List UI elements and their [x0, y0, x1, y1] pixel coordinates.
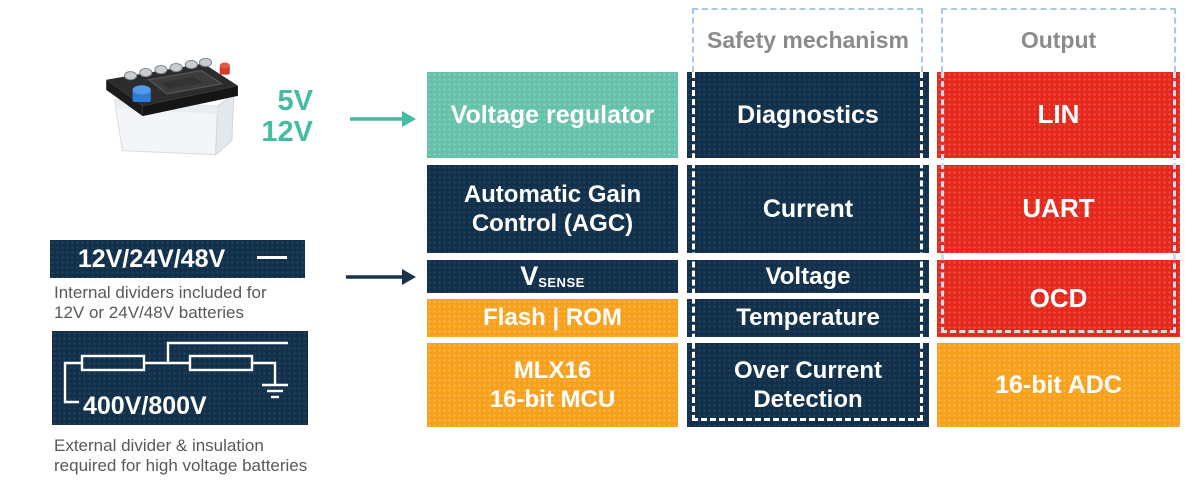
agc-label-line1: Automatic Gain — [463, 180, 642, 208]
voltage-label: Voltage — [765, 262, 851, 290]
block-16bit-adc: 16-bit ADC — [937, 343, 1180, 427]
supply-5v-label: 5V — [277, 85, 313, 117]
mcu-label-line1: MLX16 — [513, 356, 592, 384]
block-voltage-regulator: Voltage regulator — [427, 72, 678, 158]
block-voltage: Voltage — [687, 260, 929, 293]
lin-label: LIN — [1037, 99, 1080, 130]
voltage-regulator-label: Voltage regulator — [450, 100, 655, 129]
hv-divider-box: 400V/800V — [52, 331, 308, 425]
divider-caption-line1: Internal dividers included for — [54, 283, 267, 302]
ocd-label-line2: Detection — [753, 386, 863, 413]
block-flash-rom: Flash | ROM — [427, 299, 678, 337]
divider-caption-line2: 12V or 24V/48V batteries — [54, 303, 244, 322]
supply-voltage-labels: 5V 12V — [238, 86, 313, 148]
hv-caption-line2: required for high voltage batteries — [54, 456, 308, 475]
safety-mechanism-header: Safety mechanism — [707, 26, 909, 53]
flash-rom-label: Flash | ROM — [483, 304, 622, 332]
divider-voltage-box: 12V/24V/48V — [50, 240, 305, 278]
divider-caption: Internal dividers included for 12V or 24… — [54, 283, 324, 323]
diagnostics-label: Diagnostics — [737, 100, 879, 129]
adc-label: 16-bit ADC — [995, 370, 1122, 399]
car-battery-image — [106, 57, 238, 156]
ocd-output-label: OCD — [1029, 282, 1088, 313]
mcu-label-line2: 16-bit MCU — [489, 386, 616, 413]
divider-voltage-label: 12V/24V/48V — [77, 244, 226, 273]
block-uart: UART — [937, 165, 1180, 253]
block-lin: LIN — [937, 72, 1180, 158]
vsense-label: V — [520, 261, 539, 292]
block-agc: Automatic Gain Control (AGC) — [427, 165, 678, 253]
temperature-label: Temperature — [736, 304, 880, 332]
agc-label-line2: Control (AGC) — [471, 210, 634, 237]
uart-label: UART — [1022, 193, 1095, 224]
output-header: Output — [1020, 26, 1097, 53]
supply-arrow-icon — [350, 111, 416, 127]
hv-caption-line1: External divider & insulation — [54, 436, 264, 455]
block-over-current-detection: Over Current Detection — [687, 343, 929, 427]
vsense-subscript: SENSE — [538, 274, 585, 290]
block-temperature: Temperature — [687, 299, 929, 337]
hv-voltage-label: 400V/800V — [83, 392, 207, 420]
block-diagnostics: Diagnostics — [687, 72, 929, 158]
ocd-label-line1: Over Current — [733, 356, 883, 384]
current-label: Current — [762, 194, 854, 223]
hv-caption: External divider & insulation required f… — [54, 436, 344, 476]
block-ocd: OCD — [937, 260, 1180, 337]
block-current: Current — [687, 165, 929, 253]
block-mlx16-mcu: MLX16 16-bit MCU — [427, 343, 678, 427]
voltage-divider-circuit-icon: 400V/800V — [63, 341, 288, 420]
supply-12v-label: 12V — [261, 116, 313, 148]
divider-arrow-icon — [346, 269, 416, 285]
wire-stub — [257, 256, 287, 259]
